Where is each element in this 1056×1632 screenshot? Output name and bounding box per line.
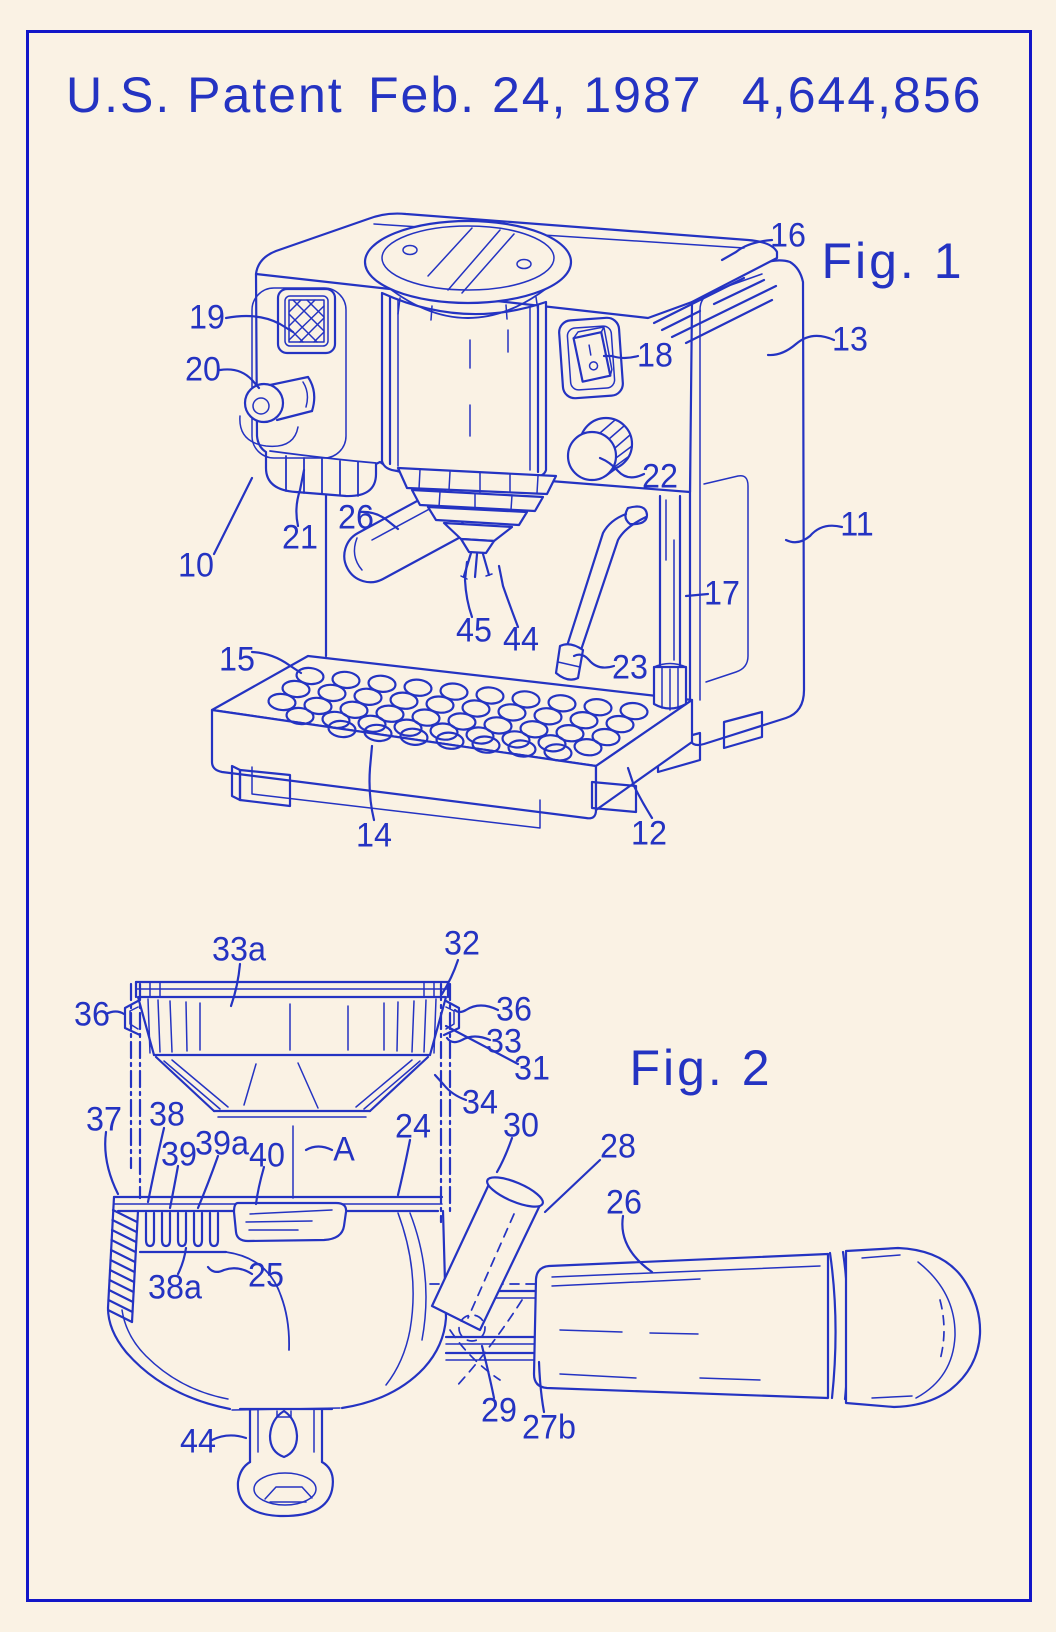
header-patent-number: 4,644,856 <box>742 67 983 123</box>
ref-numeral-29: 29 <box>481 1391 517 1430</box>
ref-numeral-44: 44 <box>180 1422 216 1461</box>
body-fins <box>144 1211 220 1248</box>
ref-numeral-13: 13 <box>832 320 868 359</box>
ref-numeral-12: 12 <box>631 814 667 853</box>
sight-window <box>276 287 337 355</box>
fig2-drawing <box>104 958 982 1518</box>
ref-numeral-17: 17 <box>704 574 740 613</box>
bottom-spout <box>236 1407 334 1518</box>
basket-lugs <box>123 999 461 1037</box>
steam-knob <box>239 375 316 448</box>
fig2-leader-lines <box>104 958 654 1442</box>
ref-numeral-36: 36 <box>496 990 532 1029</box>
boiler-tower <box>380 291 548 479</box>
ref-numeral-26: 26 <box>606 1183 642 1222</box>
ref-numeral-A: A <box>333 1130 355 1169</box>
brew-knob <box>566 416 634 482</box>
ref-numeral-26: 26 <box>338 498 374 537</box>
ref-numeral-15: 15 <box>219 640 255 679</box>
ref-numeral-31: 31 <box>514 1049 550 1088</box>
ref-numeral-45: 45 <box>456 611 492 650</box>
spring-clip <box>232 1201 348 1243</box>
fig1-drawing <box>210 212 844 829</box>
ref-numeral-11: 11 <box>840 505 874 544</box>
ref-numeral-38: 38 <box>149 1095 185 1134</box>
filter-basket <box>123 980 461 1118</box>
ref-numeral-18: 18 <box>637 336 673 375</box>
ref-numeral-10: 10 <box>178 546 214 585</box>
ref-numeral-33: 33 <box>486 1022 522 1061</box>
ref-numeral-28: 28 <box>600 1127 636 1166</box>
ref-numeral-34: 34 <box>462 1083 498 1122</box>
ref-numeral-37: 37 <box>86 1100 122 1139</box>
ref-numeral-19: 19 <box>189 298 225 337</box>
steam-wand <box>554 505 649 681</box>
ref-numeral-25: 25 <box>248 1256 284 1295</box>
body-hatch <box>106 1208 139 1324</box>
drip-tray <box>210 654 694 829</box>
portafilter-body <box>106 1195 448 1411</box>
ref-numeral-23: 23 <box>612 648 648 687</box>
ref-numeral-39: 39 <box>161 1135 197 1174</box>
top-chamfer-hatch <box>652 276 778 345</box>
ref-numeral-32: 32 <box>444 924 480 963</box>
ref-numeral-20: 20 <box>185 350 221 389</box>
left-control-panel <box>239 287 359 497</box>
header-date: Feb. 24, 1987 <box>368 67 703 123</box>
ref-numeral-38a: 38a <box>148 1268 202 1307</box>
ref-numeral-16: 16 <box>770 216 806 255</box>
ref-numeral-21: 21 <box>282 518 318 557</box>
ref-numeral-44: 44 <box>503 620 539 659</box>
figure-1-title: Fig. 1 <box>821 233 965 289</box>
ref-numeral-33a: 33a <box>212 930 266 969</box>
handle <box>532 1246 982 1409</box>
ref-numeral-39a: 39a <box>195 1124 249 1163</box>
tray-holes <box>267 666 649 762</box>
ref-numeral-14: 14 <box>356 816 392 855</box>
dome-cap <box>363 219 573 321</box>
figure-2-title: Fig. 2 <box>629 1040 773 1096</box>
center-lines <box>129 982 452 1224</box>
ref-numeral-30: 30 <box>503 1106 539 1145</box>
header-publication: U.S. Patent <box>66 67 344 123</box>
ref-numeral-27b: 27b <box>522 1408 576 1447</box>
ref-numeral-40: 40 <box>249 1136 285 1175</box>
power-switch <box>558 316 624 400</box>
fig1-leader-lines <box>212 238 844 822</box>
ref-numeral-24: 24 <box>395 1107 431 1146</box>
ref-numeral-22: 22 <box>642 457 678 496</box>
side-spout <box>430 1176 544 1389</box>
ref-numeral-36: 36 <box>74 995 110 1034</box>
brew-group <box>396 466 558 580</box>
water-tube <box>652 494 688 711</box>
